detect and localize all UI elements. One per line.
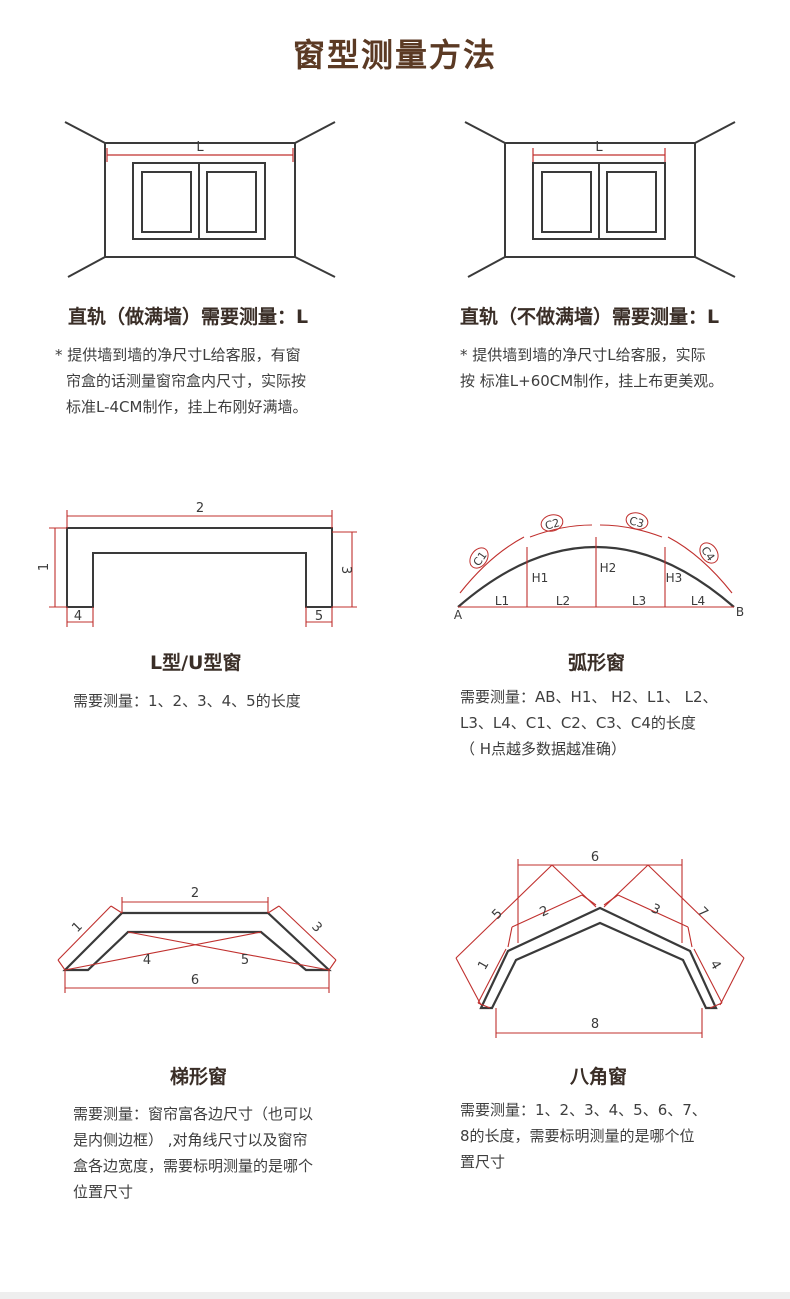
dim-label: 1 xyxy=(475,958,492,973)
dim-label: C2 xyxy=(544,516,562,532)
desc-line: 盒各边宽度，需要标明测量的是哪个 xyxy=(73,1157,314,1175)
section-desc-straight-full: * 提供墙到墙的净尺寸L给客服，有窗 帘盒的话测量窗帘盒内尺寸，实际按 标准L-… xyxy=(55,342,375,420)
section-desc-trapezoid: 需要测量：窗帘富各边尺寸（也可以 是内侧边框） ,对角线尺寸以及窗帘 盒各边宽度… xyxy=(73,1101,373,1205)
dim-label: A xyxy=(454,608,463,622)
dim-label: B xyxy=(736,605,744,619)
section-title-straight-full: 直轨（做满墙）需要测量：L xyxy=(68,306,309,328)
desc-line: （ H点越多数据越准确） xyxy=(460,740,627,758)
desc-line: 帘盒的话测量窗帘盒内尺寸，实际按 xyxy=(66,372,307,390)
dim-label: H1 xyxy=(532,571,549,585)
dim-label: 3 xyxy=(338,566,353,574)
dim-label: L2 xyxy=(556,594,570,608)
straight-partial-wall-diagram: L xyxy=(464,121,736,278)
desc-line: 需要测量：窗帘富各边尺寸（也可以 xyxy=(73,1105,314,1123)
desc-line: 8的长度，需要标明测量的是哪个位 xyxy=(460,1127,695,1145)
dim-label: 4 xyxy=(706,958,723,973)
section-title-arc: 弧形窗 xyxy=(568,652,626,674)
straight-full-wall-diagram: L xyxy=(64,121,336,278)
dim-label-l: L xyxy=(595,140,603,155)
desc-line: 是内侧边框） ,对角线尺寸以及窗帘 xyxy=(73,1131,308,1149)
section-desc-arc: 需要测量：AB、H1、 H2、L1、 L2、 L3、L4、C1、C2、C3、C4… xyxy=(460,684,780,762)
desc-line: * 提供墙到墙的净尺寸L给客服，有窗 xyxy=(55,346,301,364)
dim-label: 3 xyxy=(649,901,663,918)
section-title-straight-partial: 直轨（不做满墙）需要测量：L xyxy=(460,306,720,328)
desc-line: 标准L-4CM制作，挂上布刚好满墙。 xyxy=(66,398,308,416)
section-desc-octagon: 需要测量：1、2、3、4、5、6、7、 8的长度，需要标明测量的是哪个位 置尺寸 xyxy=(460,1097,770,1175)
desc-line: L3、L4、C1、C2、C3、C4的长度 xyxy=(460,714,696,732)
footer-divider xyxy=(0,1292,790,1299)
dim-label: H3 xyxy=(666,571,683,585)
dim-label: 5 xyxy=(315,609,323,624)
dim-label: L1 xyxy=(495,594,509,608)
dim-label: 8 xyxy=(591,1017,599,1032)
dim-label: 5 xyxy=(241,953,249,968)
dim-label: H2 xyxy=(600,561,617,575)
trapezoid-window-diagram: 2 1 3 4 5 6 xyxy=(57,886,337,993)
section-desc-l-u: 需要测量：1、2、3、4、5的长度 xyxy=(73,688,373,714)
desc-line: 需要测量：1、2、3、4、5、6、7、 xyxy=(460,1101,707,1119)
desc-line: * 提供墙到墙的净尺寸L给客服，实际 xyxy=(460,346,706,364)
dim-label: 3 xyxy=(308,919,324,935)
arc-window-diagram: C1 C2 C3 C4 H1 H2 H3 L1 L2 L3 L4 A B xyxy=(454,512,744,622)
section-title-l-u: L型/U型窗 xyxy=(150,652,242,674)
section-title-octagon: 八角窗 xyxy=(570,1066,628,1088)
dim-label: 4 xyxy=(143,953,151,968)
dim-label: 7 xyxy=(694,904,710,920)
dim-label: L4 xyxy=(691,594,705,608)
dim-label-l: L xyxy=(196,140,204,155)
desc-line: 需要测量：1、2、3、4、5的长度 xyxy=(73,692,301,710)
dim-label: 6 xyxy=(591,850,599,865)
l-u-window-diagram: 2 1 3 4 5 xyxy=(37,501,357,627)
dim-label: L3 xyxy=(632,594,646,608)
dim-label: 6 xyxy=(191,973,199,988)
section-title-trapezoid: 梯形窗 xyxy=(170,1066,228,1088)
dim-label: 4 xyxy=(74,609,82,624)
octagon-window-diagram: 6 5 7 2 3 1 4 8 xyxy=(455,850,745,1038)
dim-label: 2 xyxy=(191,886,199,901)
dim-label: 2 xyxy=(538,903,552,920)
page-title: 窗型测量方法 xyxy=(292,36,497,74)
desc-line: 位置尺寸 xyxy=(73,1183,134,1201)
dim-label: 5 xyxy=(489,906,505,922)
dim-label: 1 xyxy=(37,563,52,571)
section-desc-straight-partial: * 提供墙到墙的净尺寸L给客服，实际 按 标准L+60CM制作，挂上布更美观。 xyxy=(460,342,770,394)
dim-label: 2 xyxy=(196,501,204,516)
dim-label: C3 xyxy=(628,514,646,530)
dim-label: 1 xyxy=(69,919,85,935)
desc-line: 需要测量：AB、H1、 H2、L1、 L2、 xyxy=(460,688,718,706)
desc-line: 按 标准L+60CM制作，挂上布更美观。 xyxy=(460,372,724,390)
desc-line: 置尺寸 xyxy=(460,1153,506,1171)
